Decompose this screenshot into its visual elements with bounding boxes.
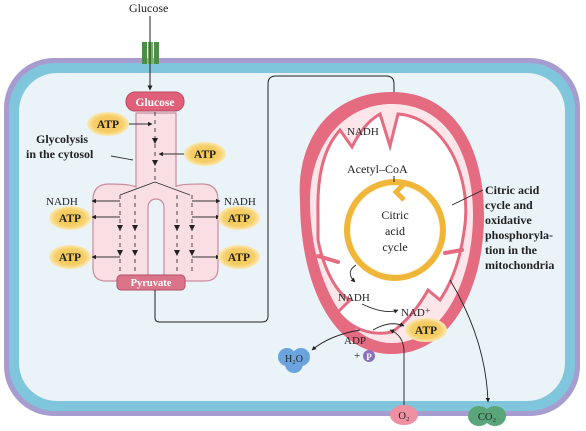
mito-label-line1: Citric acid xyxy=(485,183,540,197)
nadh-arrow xyxy=(349,264,357,283)
glucose-outside-label: Glucose xyxy=(129,1,168,15)
cycle-label-line3: cycle xyxy=(382,240,407,254)
pyruvate-box: Pyruvate xyxy=(116,274,186,291)
glycolysis-label-line2: in the cytosol xyxy=(26,147,94,161)
nadh-mito-bottom-label: NADH xyxy=(338,292,370,304)
svg-text:H₂O: H₂O xyxy=(285,354,303,365)
co2-molecule: CO₂ xyxy=(468,406,506,426)
adp-to-atp-arrow xyxy=(372,322,405,331)
mito-label-line4: phosphoryla- xyxy=(485,228,553,242)
cycle-label-line1: Citric xyxy=(381,208,408,222)
co2-arrow xyxy=(449,279,491,403)
atp-badge-left-1: ATP xyxy=(49,206,91,230)
adp-label: ADP xyxy=(344,335,366,347)
pyruvate-transport-arrow xyxy=(154,75,397,323)
mito-label-line2: cycle and xyxy=(485,198,533,212)
svg-text:ATP: ATP xyxy=(415,325,437,337)
atp-badge-input-2: ATP xyxy=(184,142,226,166)
svg-text:ATP: ATP xyxy=(59,252,81,264)
atp-badge-mito: ATP xyxy=(405,318,447,342)
svg-text:ATP: ATP xyxy=(59,213,81,225)
mito-label-line6: mitochondria xyxy=(485,258,554,272)
glucose-box: Glucose xyxy=(125,91,185,112)
cycle-label-line2: acid xyxy=(385,224,405,238)
nad-plus-label: NAD⁺ xyxy=(401,307,431,319)
svg-text:ATP: ATP xyxy=(228,252,250,264)
atp-badge-input-1: ATP xyxy=(87,112,129,136)
water-molecule: H₂O xyxy=(278,348,310,373)
svg-text:P: P xyxy=(366,352,372,362)
svg-text:ATP: ATP xyxy=(194,149,216,161)
svg-text:CO₂: CO₂ xyxy=(478,412,497,423)
svg-text:O₂: O₂ xyxy=(398,411,410,422)
svg-text:ATP: ATP xyxy=(228,213,250,225)
mito-label-line5: tion in the xyxy=(485,243,538,257)
atp-badge-right-1: ATP xyxy=(218,206,260,230)
atp-badge-right-2: ATP xyxy=(218,245,260,269)
nadh-mito-top-label: NADH xyxy=(347,126,379,138)
nadh-left-label: NADH xyxy=(46,196,78,208)
mito-label-line3: oxidative xyxy=(485,213,532,227)
water-arrow xyxy=(311,329,361,351)
acetyl-coa-label: Acetyl–CoA xyxy=(347,162,408,176)
glycolysis-label-line1: Glycolysis xyxy=(36,132,88,146)
nadh-right-label: NADH xyxy=(224,196,256,208)
glycolysis-pathway xyxy=(91,112,221,284)
oxygen-arrow xyxy=(389,329,405,405)
glycolysis-leader-line xyxy=(110,155,134,161)
svg-text:ATP: ATP xyxy=(97,119,119,131)
pyruvate-label: Pyruvate xyxy=(131,278,172,289)
nadh-to-nad-arrow xyxy=(361,303,399,314)
plus-label: + xyxy=(354,350,360,362)
atp-badge-left-2: ATP xyxy=(49,245,91,269)
glucose-box-label: Glucose xyxy=(136,97,175,109)
phosphate-icon: P xyxy=(363,350,375,362)
citric-acid-cycle: Citric acid cycle xyxy=(344,179,446,281)
oxygen-molecule: O₂ xyxy=(390,405,418,425)
mito-leader-line xyxy=(451,189,484,206)
